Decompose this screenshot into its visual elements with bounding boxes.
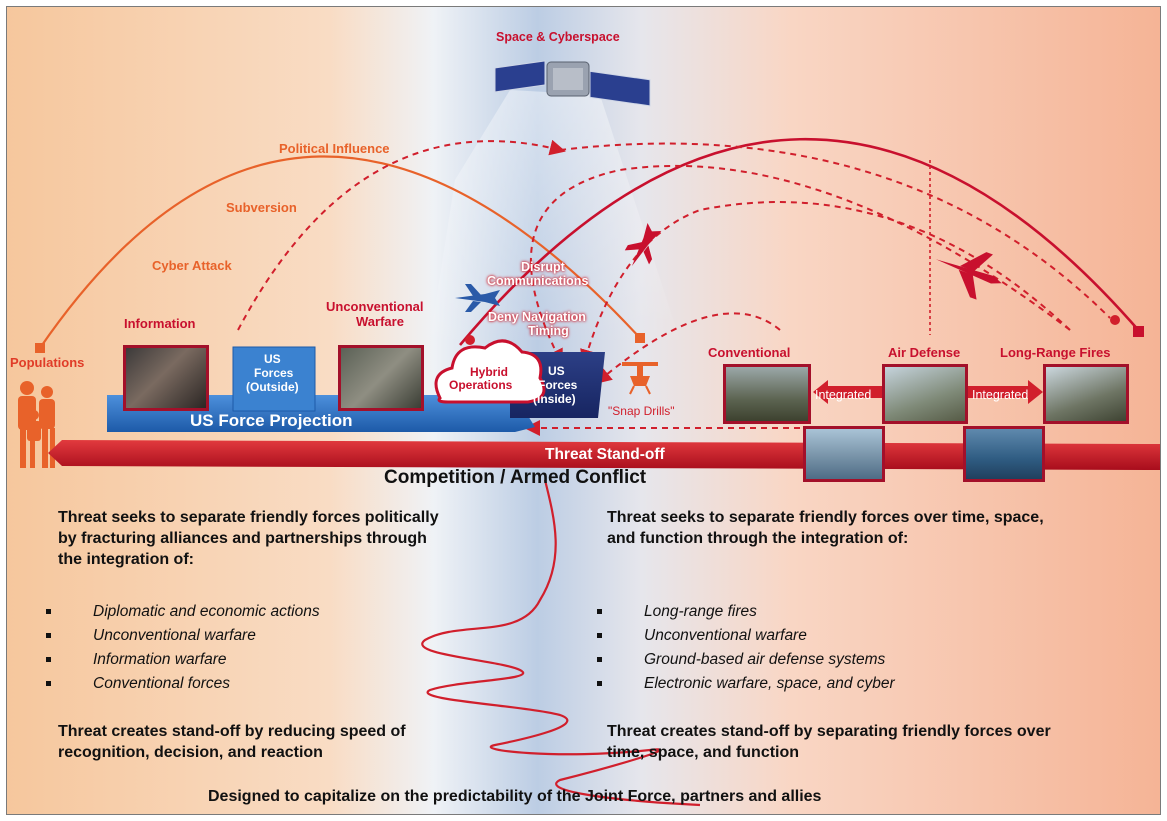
right-bullet-list: Long-range fires Unconventional warfare … (591, 600, 895, 696)
integrated-arrow-right (968, 380, 1043, 404)
left-heading-line-3: the integration of: (58, 551, 194, 568)
dashed-arc-conventional (595, 312, 781, 384)
disrupt-label-2: Communications (487, 274, 589, 288)
conventional-photo (723, 364, 811, 424)
list-item: Diplomatic and economic actions (40, 600, 320, 624)
dashed-arc-inner-2 (580, 201, 1071, 366)
red-arc-end-left (465, 335, 475, 345)
dashed-arc-end (1110, 315, 1120, 325)
long-range-fires-label: Long-Range Fires (1000, 345, 1111, 360)
information-label: Information (124, 316, 196, 331)
us-forces-outside-box (232, 346, 316, 412)
us-forces-outside-label-3: (Outside) (246, 380, 299, 394)
hybrid-operations-cloud (434, 339, 546, 404)
red-arc (459, 137, 1141, 346)
drone-icon (622, 362, 658, 395)
list-item: Unconventional warfare (40, 624, 320, 648)
information-photo (123, 345, 209, 411)
warship-photo (803, 426, 885, 482)
list-item: Long-range fires (591, 600, 895, 624)
populations-icon (18, 381, 55, 468)
left-footer-line-1: Threat creates stand-off by reducing spe… (58, 723, 406, 740)
long-range-fires-photo (1043, 364, 1129, 424)
us-forces-inside-label-3: (Inside) (533, 392, 576, 406)
hybrid-operations-label-2: Operations (449, 378, 513, 392)
submarine-photo (963, 426, 1045, 482)
orange-arc (39, 155, 641, 349)
left-bullet-list: Diplomatic and economic actions Unconven… (40, 600, 320, 696)
disrupt-label-1: Disrupt (521, 260, 565, 274)
dashed-arc-outer (559, 142, 1111, 319)
unconventional-warfare-label-1: Unconventional (326, 299, 424, 314)
bomber-red-icon (935, 252, 1002, 300)
orange-arc-end-right (635, 333, 645, 343)
right-footer-line-1: Threat creates stand-off by separating f… (607, 723, 1051, 740)
left-heading-line-2: by fracturing alliances and partnerships… (58, 530, 427, 547)
fighter-jet-blue-icon (455, 284, 500, 312)
integrated-label-1: Integrated (815, 388, 872, 402)
satellite-icon (494, 60, 651, 107)
integrated-label-2: Integrated (972, 388, 1029, 402)
list-item: Electronic warfare, space, and cyber (591, 672, 895, 696)
snap-drills-label: "Snap Drills" (608, 404, 675, 418)
left-heading-line-1: Threat seeks to separate friendly forces… (58, 509, 439, 526)
red-arc-end-right (1133, 326, 1144, 337)
satellite-beam (430, 90, 680, 340)
unconventional-warfare-photo (338, 345, 424, 411)
deny-navigation-label-2: Timing (528, 324, 569, 338)
dashed-arc-inner-1 (529, 164, 1071, 366)
integrated-arrow-left (813, 380, 883, 404)
right-heading-line-1: Threat seeks to separate friendly forces… (607, 509, 1044, 526)
threat-standoff-label: Threat Stand-off (545, 446, 665, 463)
air-defense-label: Air Defense (888, 345, 961, 360)
fighter-jet-red-icon (624, 223, 662, 266)
orange-arc-end-left (35, 343, 45, 353)
us-forces-outside-label-2: Forces (254, 366, 294, 380)
right-heading-line-2: and function through the integration of: (607, 530, 909, 547)
political-influence-label: Political Influence (279, 141, 390, 156)
conventional-label: Conventional (708, 345, 791, 360)
competition-armed-conflict-label: Competition / Armed Conflict (384, 467, 647, 488)
left-footer-line-2: recognition, decision, and reaction (58, 744, 323, 761)
unconventional-warfare-label-2: Warfare (356, 314, 404, 329)
list-item: Conventional forces (40, 672, 320, 696)
list-item: Ground-based air defense systems (591, 648, 895, 672)
us-forces-inside-label-1: US (548, 364, 565, 378)
list-item: Information warfare (40, 648, 320, 672)
bottom-summary-line: Designed to capitalize on the predictabi… (208, 788, 822, 805)
populations-label: Populations (10, 355, 85, 370)
air-defense-photo (882, 364, 968, 424)
us-forces-outside-label-1: US (264, 352, 281, 366)
subversion-label: Subversion (226, 200, 297, 215)
us-forces-inside-label-2: Forces (538, 378, 578, 392)
us-force-projection-bar (107, 395, 535, 432)
list-item: Unconventional warfare (591, 624, 895, 648)
decision-sine-wave (421, 479, 701, 807)
cyber-attack-label: Cyber Attack (152, 258, 232, 273)
deny-navigation-label-1: Deny Navigation (488, 310, 586, 324)
right-footer-line-2: time, space, and function (607, 744, 800, 761)
space-cyberspace-label: Space & Cyberspace (496, 30, 620, 44)
dashed-arc-info (237, 139, 566, 331)
hybrid-operations-label-1: Hybrid (470, 365, 509, 379)
us-force-projection-label: US Force Projection (190, 411, 353, 430)
